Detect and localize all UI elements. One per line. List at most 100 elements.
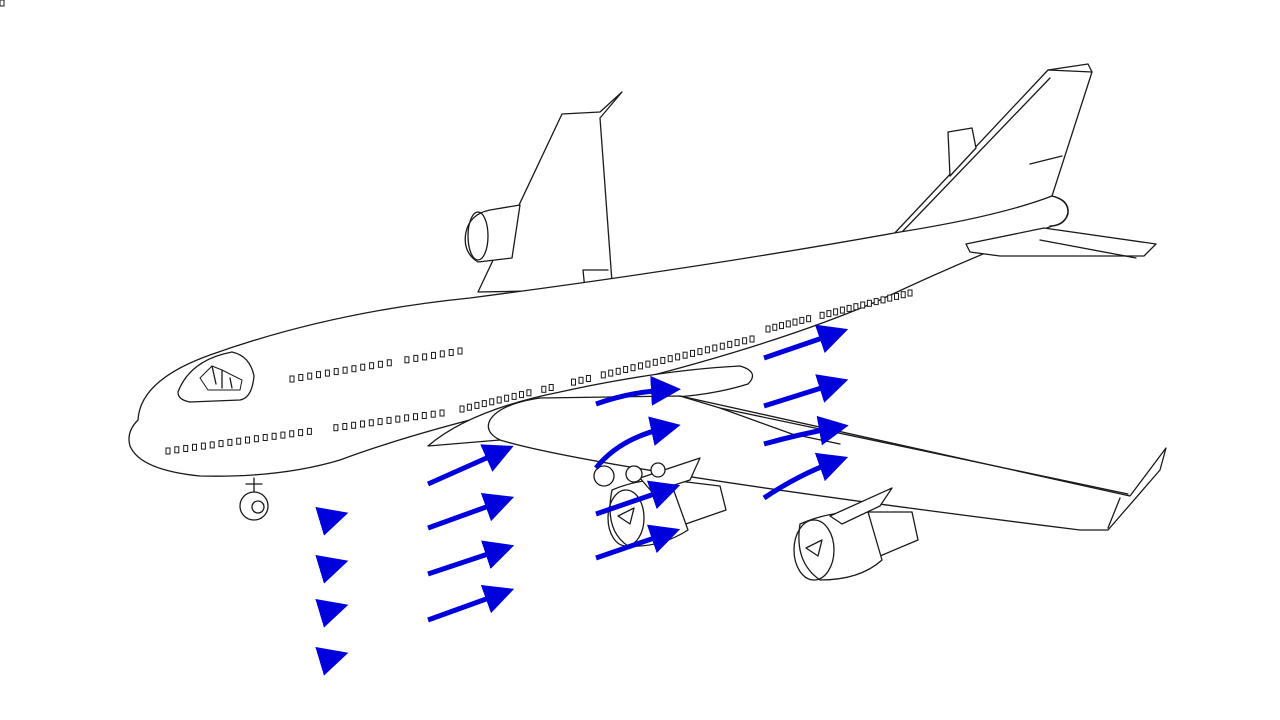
cabin-window [299,375,303,381]
cabin-window [370,363,374,369]
airflow-arrow [324,565,334,568]
cabin-window [527,390,531,396]
cabin-window [807,316,811,322]
cabin-window [653,359,657,365]
cabin-window [460,406,464,412]
cabin-window [766,326,770,332]
cabin-window [820,312,824,318]
cabin-window [800,317,804,323]
cabin-window [579,377,583,383]
cabin-window [343,424,347,430]
cabin-window [616,368,620,374]
cabin-window [290,431,294,437]
cabin-window [624,367,628,373]
cabin-window [352,422,356,428]
cabin-window [440,410,444,416]
cabin-window [414,414,418,420]
cabin-window [512,393,516,399]
airflow-arrow [764,384,834,406]
cabin-window [728,341,732,347]
cabin-window [405,357,409,363]
cabin-window [661,358,665,364]
cabin-window [901,292,905,298]
cabin-window [361,421,365,427]
cabin-window [361,364,365,370]
cabin-window [290,376,294,382]
cabin-window [888,295,892,301]
cabin-window [263,435,267,441]
cabin-window [786,321,790,327]
cabin-window [676,354,680,360]
airflow-arrow [428,502,500,528]
cabin-window [405,415,409,421]
cabin-window [646,361,650,367]
airflow-arrow [428,550,500,574]
cabin-window [422,413,426,419]
cabin-window [272,433,276,439]
cabin-window [482,401,486,407]
cabin-window [705,347,709,353]
cabin-window [414,355,418,361]
airflow-arrow [428,452,500,484]
cabin-window [219,441,223,447]
cabin-window [505,395,509,401]
cabin-window [449,350,453,356]
cabin-window [378,361,382,367]
cabin-window [431,411,435,417]
nose-landing-gear [240,478,268,520]
far-engine [465,205,520,262]
cabin-window [601,372,605,378]
cabin-window [378,419,382,425]
cabin-window [793,319,797,325]
cabin-window [166,448,170,454]
cabin-window [542,386,546,392]
cabin-window [861,302,865,308]
cabin-window [490,399,494,405]
cabin-window [210,442,214,448]
cabin-window [467,404,471,410]
cabin-window [609,370,613,376]
cabin-window [432,352,436,358]
cabin-window [895,293,899,299]
cabin-window [750,336,754,342]
cabin-window [874,299,878,305]
cabin-window [881,297,885,303]
airflow-arrow [324,657,334,660]
cabin-window [698,349,702,355]
cabin-window [387,417,391,423]
cabin-window [334,425,338,431]
cabin-window [773,324,777,330]
cabin-window [343,367,347,373]
cabin-window [497,397,501,403]
cabin-window [325,370,329,376]
cabin-window [0,0,4,6]
airflow-arrow [324,609,334,612]
cabin-window [440,351,444,357]
cabin-window [228,439,232,445]
cabin-window [254,436,258,442]
cabin-window [369,420,373,426]
airplane-illustration [0,0,1166,580]
cabin-window [780,323,784,329]
cabin-window [308,373,312,379]
cabin-window [458,348,462,354]
cabin-window [854,304,858,310]
cabin-window [908,290,912,296]
far-wing [478,92,622,292]
cabin-window [246,437,250,443]
cabin-window [683,352,687,358]
cabin-window [586,376,590,382]
cabin-window [175,447,179,453]
cabin-window [572,379,576,385]
cabin-window [549,385,553,391]
airflow-arrow [324,517,334,520]
cabin-window [743,338,747,344]
cabin-window [475,402,479,408]
cabin-window [201,443,205,449]
cabin-window [387,360,391,366]
cabin-window [827,311,831,317]
airflow-arrow [428,594,500,620]
cabin-window [691,350,695,356]
cabin-window [631,365,635,371]
